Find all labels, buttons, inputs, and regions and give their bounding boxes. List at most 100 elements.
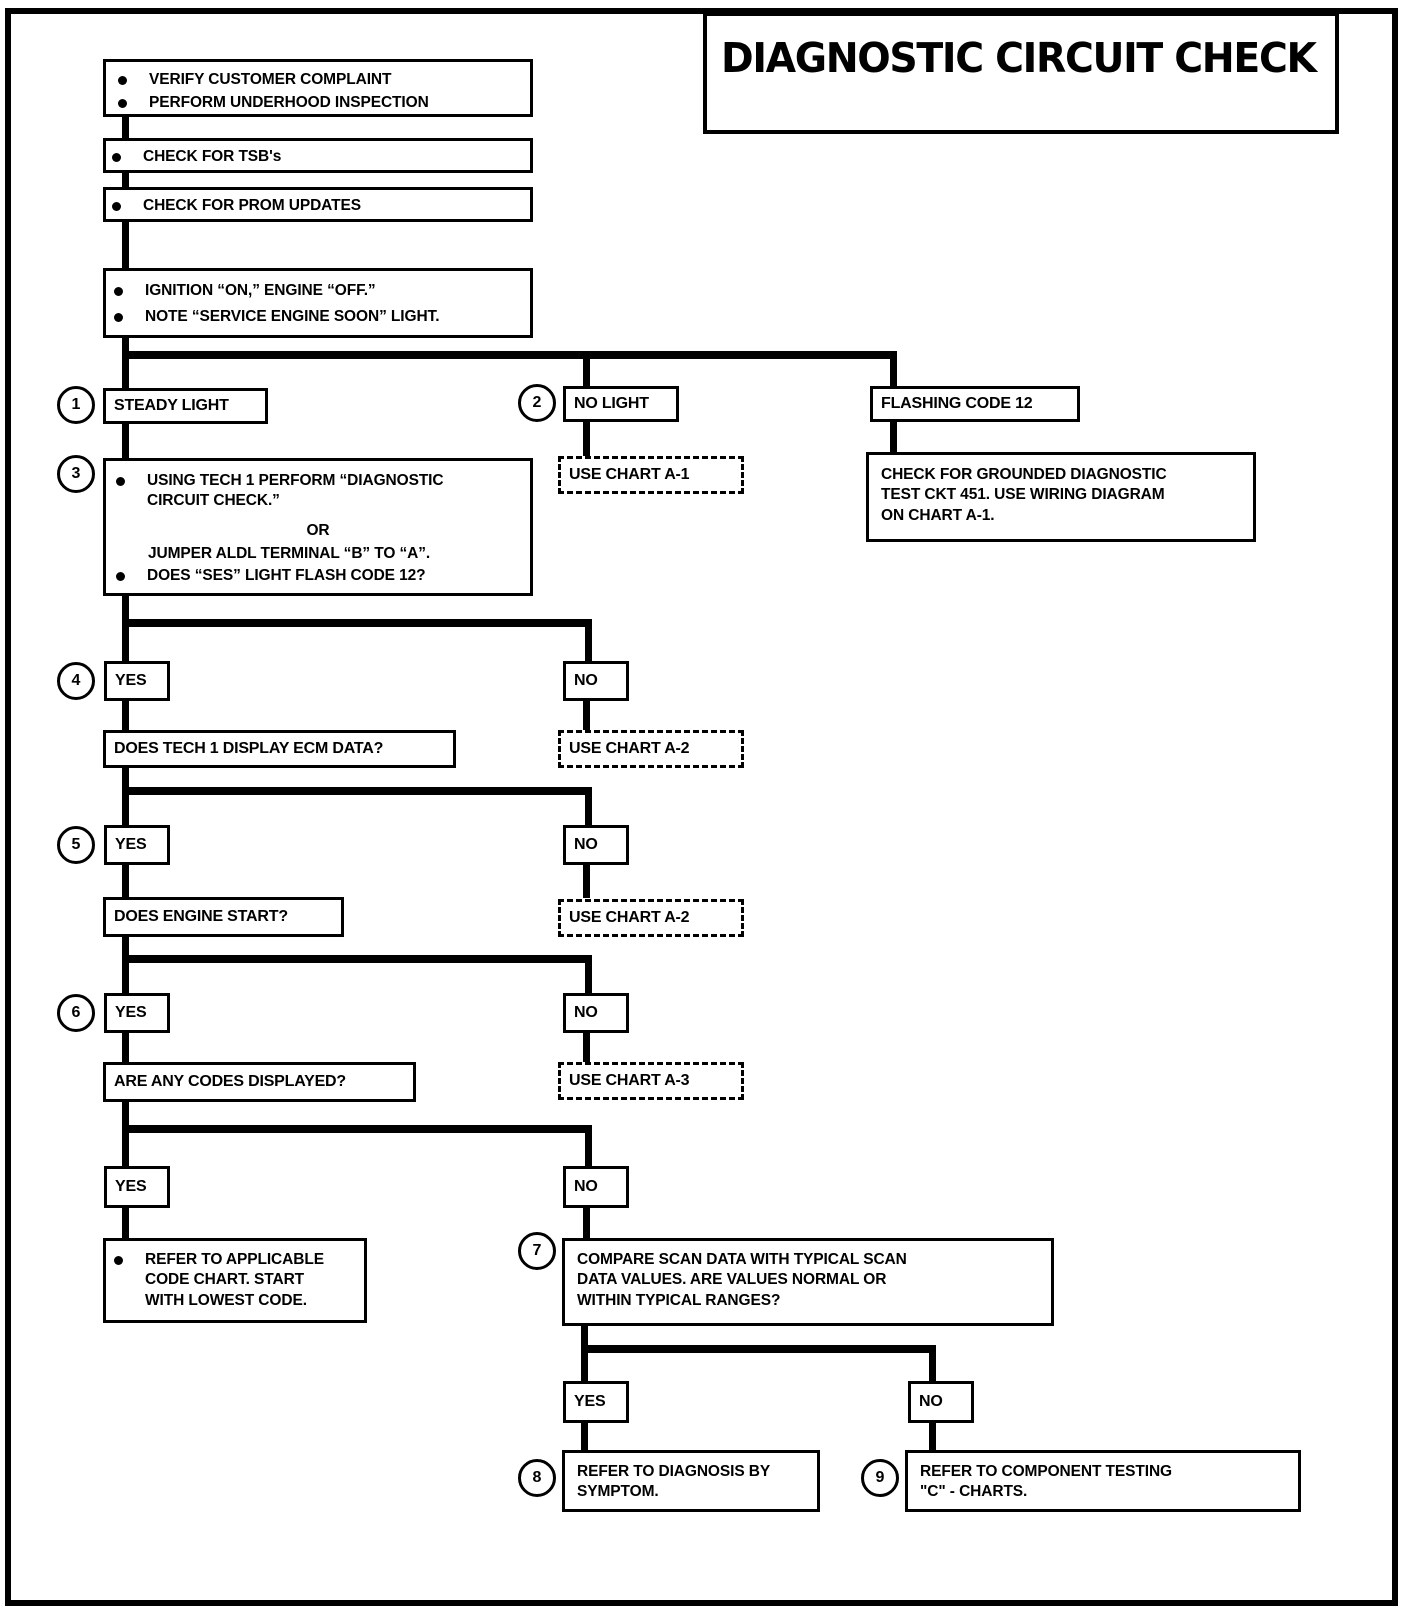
connector-line — [122, 172, 129, 189]
bullet-icon — [112, 153, 121, 162]
connector-line — [581, 1422, 588, 1452]
branch-horizontal-line — [122, 619, 592, 627]
list-item: USING TECH 1 PERFORM “DIAGNOSTIC CIRCUIT… — [116, 471, 444, 512]
connector-line — [122, 619, 129, 663]
connector-line — [122, 1207, 129, 1240]
refer-symptom-text: REFER TO DIAGNOSIS BY SYMPTOM. — [577, 1463, 771, 1501]
list-item: REFER TO APPLICABLE CODE CHART. START WI… — [114, 1250, 324, 1311]
use-chart-a2-first-text: USE CHART A-2 — [569, 740, 690, 757]
box-flashing-code-12: FLASHING CODE 12 — [870, 386, 1080, 422]
list-item: CHECK FOR TSB's — [112, 147, 281, 167]
step-marker-1: 1 — [57, 386, 95, 424]
box-tech1-diagnostic: USING TECH 1 PERFORM “DIAGNOSTIC CIRCUIT… — [103, 458, 533, 596]
list-item: NOTE “SERVICE ENGINE SOON” LIGHT. — [114, 307, 440, 327]
box-engine-start: DOES ENGINE START? — [103, 897, 344, 937]
box-compare-scan-data: COMPARE SCAN DATA WITH TYPICAL SCAN DATA… — [562, 1238, 1054, 1326]
connector-line — [122, 117, 129, 139]
ses-flash-code12-text: DOES “SES” LIGHT FLASH CODE 12? — [147, 567, 426, 584]
compare-scan-text: COMPARE SCAN DATA WITH TYPICAL SCAN DATA… — [577, 1251, 907, 1309]
branch-horizontal-line — [122, 955, 592, 963]
check-tsb-text: CHECK FOR TSB's — [143, 148, 282, 165]
check-prom-text: CHECK FOR PROM UPDATES — [143, 197, 361, 214]
box-use-chart-a3: USE CHART A-3 — [558, 1062, 744, 1100]
connector-line — [122, 595, 129, 619]
box-refer-symptom: REFER TO DIAGNOSIS BY SYMPTOM. — [562, 1450, 820, 1512]
bullet-icon — [118, 99, 127, 108]
box-no-7: NO — [908, 1381, 974, 1423]
box-yes-codes: YES — [104, 1166, 170, 1208]
use-chart-a2-second-text: USE CHART A-2 — [569, 909, 690, 926]
page-title: DIAGNOSTIC CIRCUIT CHECK — [721, 34, 1317, 82]
yes-6-text: YES — [115, 1004, 147, 1021]
box-no-6: NO — [563, 993, 629, 1033]
connector-line — [890, 421, 897, 454]
grounded-diagnostic-text: CHECK FOR GROUNDED DIAGNOSTIC TEST CKT 4… — [881, 466, 1167, 524]
no-4-text: NO — [574, 672, 598, 689]
box-ecm-data: DOES TECH 1 DISPLAY ECM DATA? — [103, 730, 456, 768]
no-5-text: NO — [574, 836, 598, 853]
box-yes-5: YES — [104, 825, 170, 865]
ignition-on-text: IGNITION “ON,” ENGINE “OFF.” — [145, 282, 376, 299]
connector-line — [122, 351, 129, 389]
list-item: DOES “SES” LIGHT FLASH CODE 12? — [116, 566, 426, 586]
step-marker-3: 3 — [57, 455, 95, 493]
connector-line — [929, 1422, 936, 1452]
connector-line — [581, 1345, 588, 1383]
box-refer-code-chart: REFER TO APPLICABLE CODE CHART. START WI… — [103, 1238, 367, 1323]
refer-code-chart-text: REFER TO APPLICABLE CODE CHART. START WI… — [145, 1251, 324, 1309]
verify-complaint-text: VERIFY CUSTOMER COMPLAINT — [149, 71, 392, 88]
connector-line — [122, 936, 129, 960]
step-marker-4: 4 — [57, 662, 95, 700]
box-codes-displayed: ARE ANY CODES DISPLAYED? — [103, 1062, 416, 1102]
box-refer-component: REFER TO COMPONENT TESTING "C" - CHARTS. — [905, 1450, 1301, 1512]
connector-line — [122, 864, 129, 898]
box-use-chart-a1: USE CHART A-1 — [558, 456, 744, 494]
box-ignition-note: IGNITION “ON,” ENGINE “OFF.” NOTE “SERVI… — [103, 268, 533, 338]
jumper-aldl-text: JUMPER ALDL TERMINAL “B” TO “A”. — [148, 545, 431, 562]
bullet-icon — [114, 1256, 123, 1265]
no-6-text: NO — [574, 1004, 598, 1021]
connector-line — [122, 955, 129, 995]
tech1-perform-text: USING TECH 1 PERFORM “DIAGNOSTIC CIRCUIT… — [147, 472, 444, 510]
connector-line — [583, 1207, 590, 1240]
box-use-chart-a2-second: USE CHART A-2 — [558, 899, 744, 937]
yes-codes-text: YES — [115, 1178, 147, 1195]
use-chart-a3-text: USE CHART A-3 — [569, 1072, 690, 1089]
list-item: VERIFY CUSTOMER COMPLAINT — [118, 70, 391, 90]
connector-line — [585, 619, 592, 663]
step-marker-7: 7 — [518, 1232, 556, 1270]
connector-line — [122, 1032, 129, 1064]
connector-line — [581, 1325, 588, 1351]
step-marker-8: 8 — [518, 1459, 556, 1497]
box-yes-4: YES — [104, 661, 170, 701]
yes-4-text: YES — [115, 672, 147, 689]
connector-line — [585, 787, 592, 827]
box-no-codes: NO — [563, 1166, 629, 1208]
use-chart-a1-text: USE CHART A-1 — [569, 466, 690, 483]
connector-line — [583, 1032, 590, 1064]
box-steady-light: STEADY LIGHT — [103, 388, 268, 424]
box-use-chart-a2-first: USE CHART A-2 — [558, 730, 744, 768]
branch-horizontal-line — [581, 1345, 936, 1353]
title-box: DIAGNOSTIC CIRCUIT CHECK — [703, 12, 1339, 134]
box-check-prom: CHECK FOR PROM UPDATES — [103, 187, 533, 222]
list-item: IGNITION “ON,” ENGINE “OFF.” — [114, 281, 376, 301]
step-marker-9: 9 — [861, 1459, 899, 1497]
no-codes-text: NO — [574, 1178, 598, 1195]
connector-line — [585, 955, 592, 995]
underhood-inspection-text: PERFORM UNDERHOOD INSPECTION — [149, 94, 429, 111]
box-no-light: NO LIGHT — [563, 386, 679, 422]
connector-line — [122, 1101, 129, 1131]
bullet-icon — [116, 477, 125, 486]
step-marker-2: 2 — [518, 384, 556, 422]
flashing-code-12-text: FLASHING CODE 12 — [881, 395, 1033, 412]
connector-line — [890, 351, 897, 389]
no-light-text: NO LIGHT — [574, 395, 649, 412]
connector-line — [583, 421, 590, 457]
list-item: CHECK FOR PROM UPDATES — [112, 196, 361, 216]
no-7-text: NO — [919, 1393, 943, 1410]
bullet-icon — [118, 76, 127, 85]
list-item: PERFORM UNDERHOOD INSPECTION — [118, 93, 429, 113]
connector-line — [585, 1125, 592, 1167]
